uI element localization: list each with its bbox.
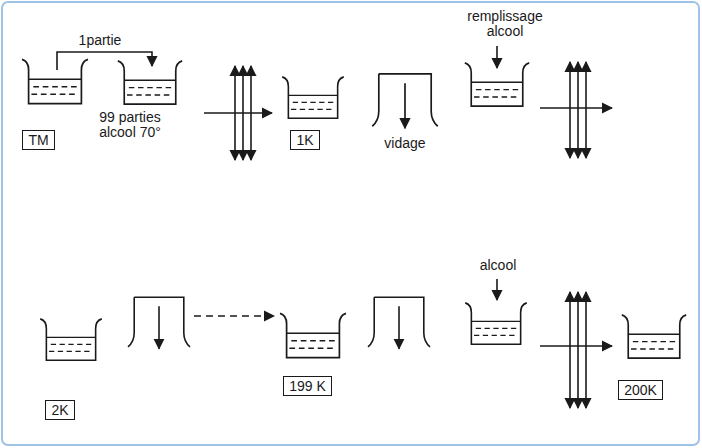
annotation: 99 parties alcool 70°: [99, 109, 161, 140]
annotation: vidage: [384, 135, 425, 151]
vial-label-box: 200K: [618, 380, 663, 400]
vial-label: 2K: [50, 402, 70, 418]
vial-tm: [22, 59, 88, 103]
emptied-vial: [128, 297, 190, 348]
vial-label: 199 K: [288, 378, 327, 394]
vial-199k: [280, 313, 346, 357]
annotation: 1partie: [79, 32, 122, 48]
vial-label-box: TM: [22, 130, 55, 150]
repeat-arrow: [194, 315, 274, 317]
succussion-symbol: [540, 292, 612, 408]
vial-label-box: 2K: [45, 400, 75, 420]
transfer-arrow: [57, 52, 152, 70]
annotation-wrap: alcool: [463, 258, 533, 273]
vial-label: TM: [27, 132, 50, 148]
vial-label: 200K: [623, 382, 658, 398]
annotation: remplissage alcool: [467, 8, 542, 39]
annotation-wrap: 99 parties alcool 70°: [90, 110, 170, 140]
vial-label: 1K: [295, 132, 315, 148]
emptied-vial: [368, 297, 430, 348]
annotation-wrap: vidage: [370, 136, 440, 151]
vial-label-box: 1K: [290, 130, 320, 150]
annotation-wrap: 1partie: [65, 33, 135, 48]
fill-arrow: [496, 279, 498, 300]
annotation: alcool: [480, 257, 517, 273]
succussion-symbol: [540, 62, 612, 158]
vial-dilution: [118, 61, 182, 104]
emptied-vial: [372, 74, 437, 128]
fill-arrow: [496, 46, 498, 68]
vial-1k: [282, 77, 344, 118]
vial-label-box: 199 K: [283, 376, 332, 396]
succussion-symbol: [204, 66, 272, 160]
vial-2k: [40, 319, 102, 360]
vial-refilled: [465, 303, 527, 344]
vial-refilled: [465, 63, 529, 106]
vial-200k: [622, 315, 686, 358]
annotation-wrap: remplissage alcool: [455, 9, 555, 39]
